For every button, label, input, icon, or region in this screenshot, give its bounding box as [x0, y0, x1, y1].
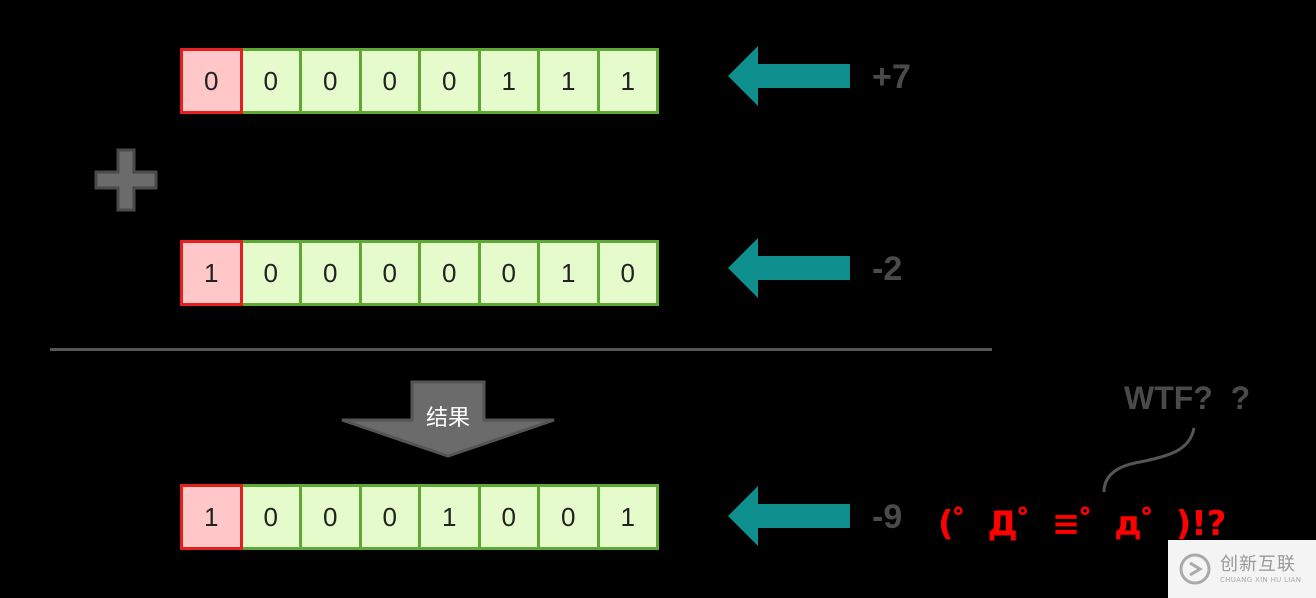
- logo-subtitle: CHUANG XIN HU LIAN: [1220, 576, 1302, 584]
- bit-cell: 0: [358, 240, 421, 306]
- watermark-logo: 创新互联 CHUANG XIN HU LIAN: [1168, 540, 1316, 598]
- bit-cell: 0: [239, 240, 302, 306]
- logo-name: 创新互联: [1220, 554, 1296, 575]
- bit-cell: 1: [418, 484, 481, 550]
- bit-cell: 0: [239, 484, 302, 550]
- bit-row-1: 0 0 0 0 0 1 1 1: [180, 48, 680, 114]
- left-arrow-icon: [728, 486, 850, 546]
- bit-cell: 1: [596, 48, 659, 114]
- wtf-annotation: WTF? ?: [1124, 380, 1251, 416]
- bit-cell: 1: [537, 48, 600, 114]
- result-label: 结果: [425, 406, 470, 431]
- bit-cell: 0: [418, 240, 481, 306]
- bit-cell: 1: [596, 484, 659, 550]
- bit-cell: 0: [358, 484, 421, 550]
- sign-bit: 1: [180, 240, 243, 306]
- sum-divider: [50, 348, 992, 351]
- bit-cell: 0: [418, 48, 481, 114]
- bit-row-2: 1 0 0 0 0 0 1 0: [180, 240, 680, 306]
- bit-cell: 0: [477, 240, 540, 306]
- plus-icon: [94, 148, 158, 212]
- bit-cell: 1: [537, 240, 600, 306]
- shocked-face-text: (゜Д゜≡゜д゜)!?: [938, 504, 1227, 544]
- bit-cell: 0: [596, 240, 659, 306]
- row-value: -2: [872, 250, 903, 288]
- left-arrow-icon: [728, 238, 850, 298]
- bit-row-result: 1 0 0 0 1 0 0 1: [180, 484, 680, 550]
- left-arrow-icon: [728, 46, 850, 106]
- sign-bit: 0: [180, 48, 243, 114]
- bit-cell: 0: [537, 484, 600, 550]
- annotation-curve: [1102, 427, 1196, 493]
- down-arrow-icon: [341, 380, 555, 458]
- row-value: +7: [872, 58, 911, 96]
- bit-cell: 1: [477, 48, 540, 114]
- bit-cell: 0: [299, 48, 362, 114]
- bit-cell: 0: [299, 484, 362, 550]
- bit-cell: 0: [299, 240, 362, 306]
- bit-cell: 0: [358, 48, 421, 114]
- bit-cell: 0: [239, 48, 302, 114]
- sign-bit: 1: [180, 484, 243, 550]
- row-value: -9: [872, 498, 903, 536]
- logo-icon: [1179, 553, 1211, 585]
- bit-cell: 0: [477, 484, 540, 550]
